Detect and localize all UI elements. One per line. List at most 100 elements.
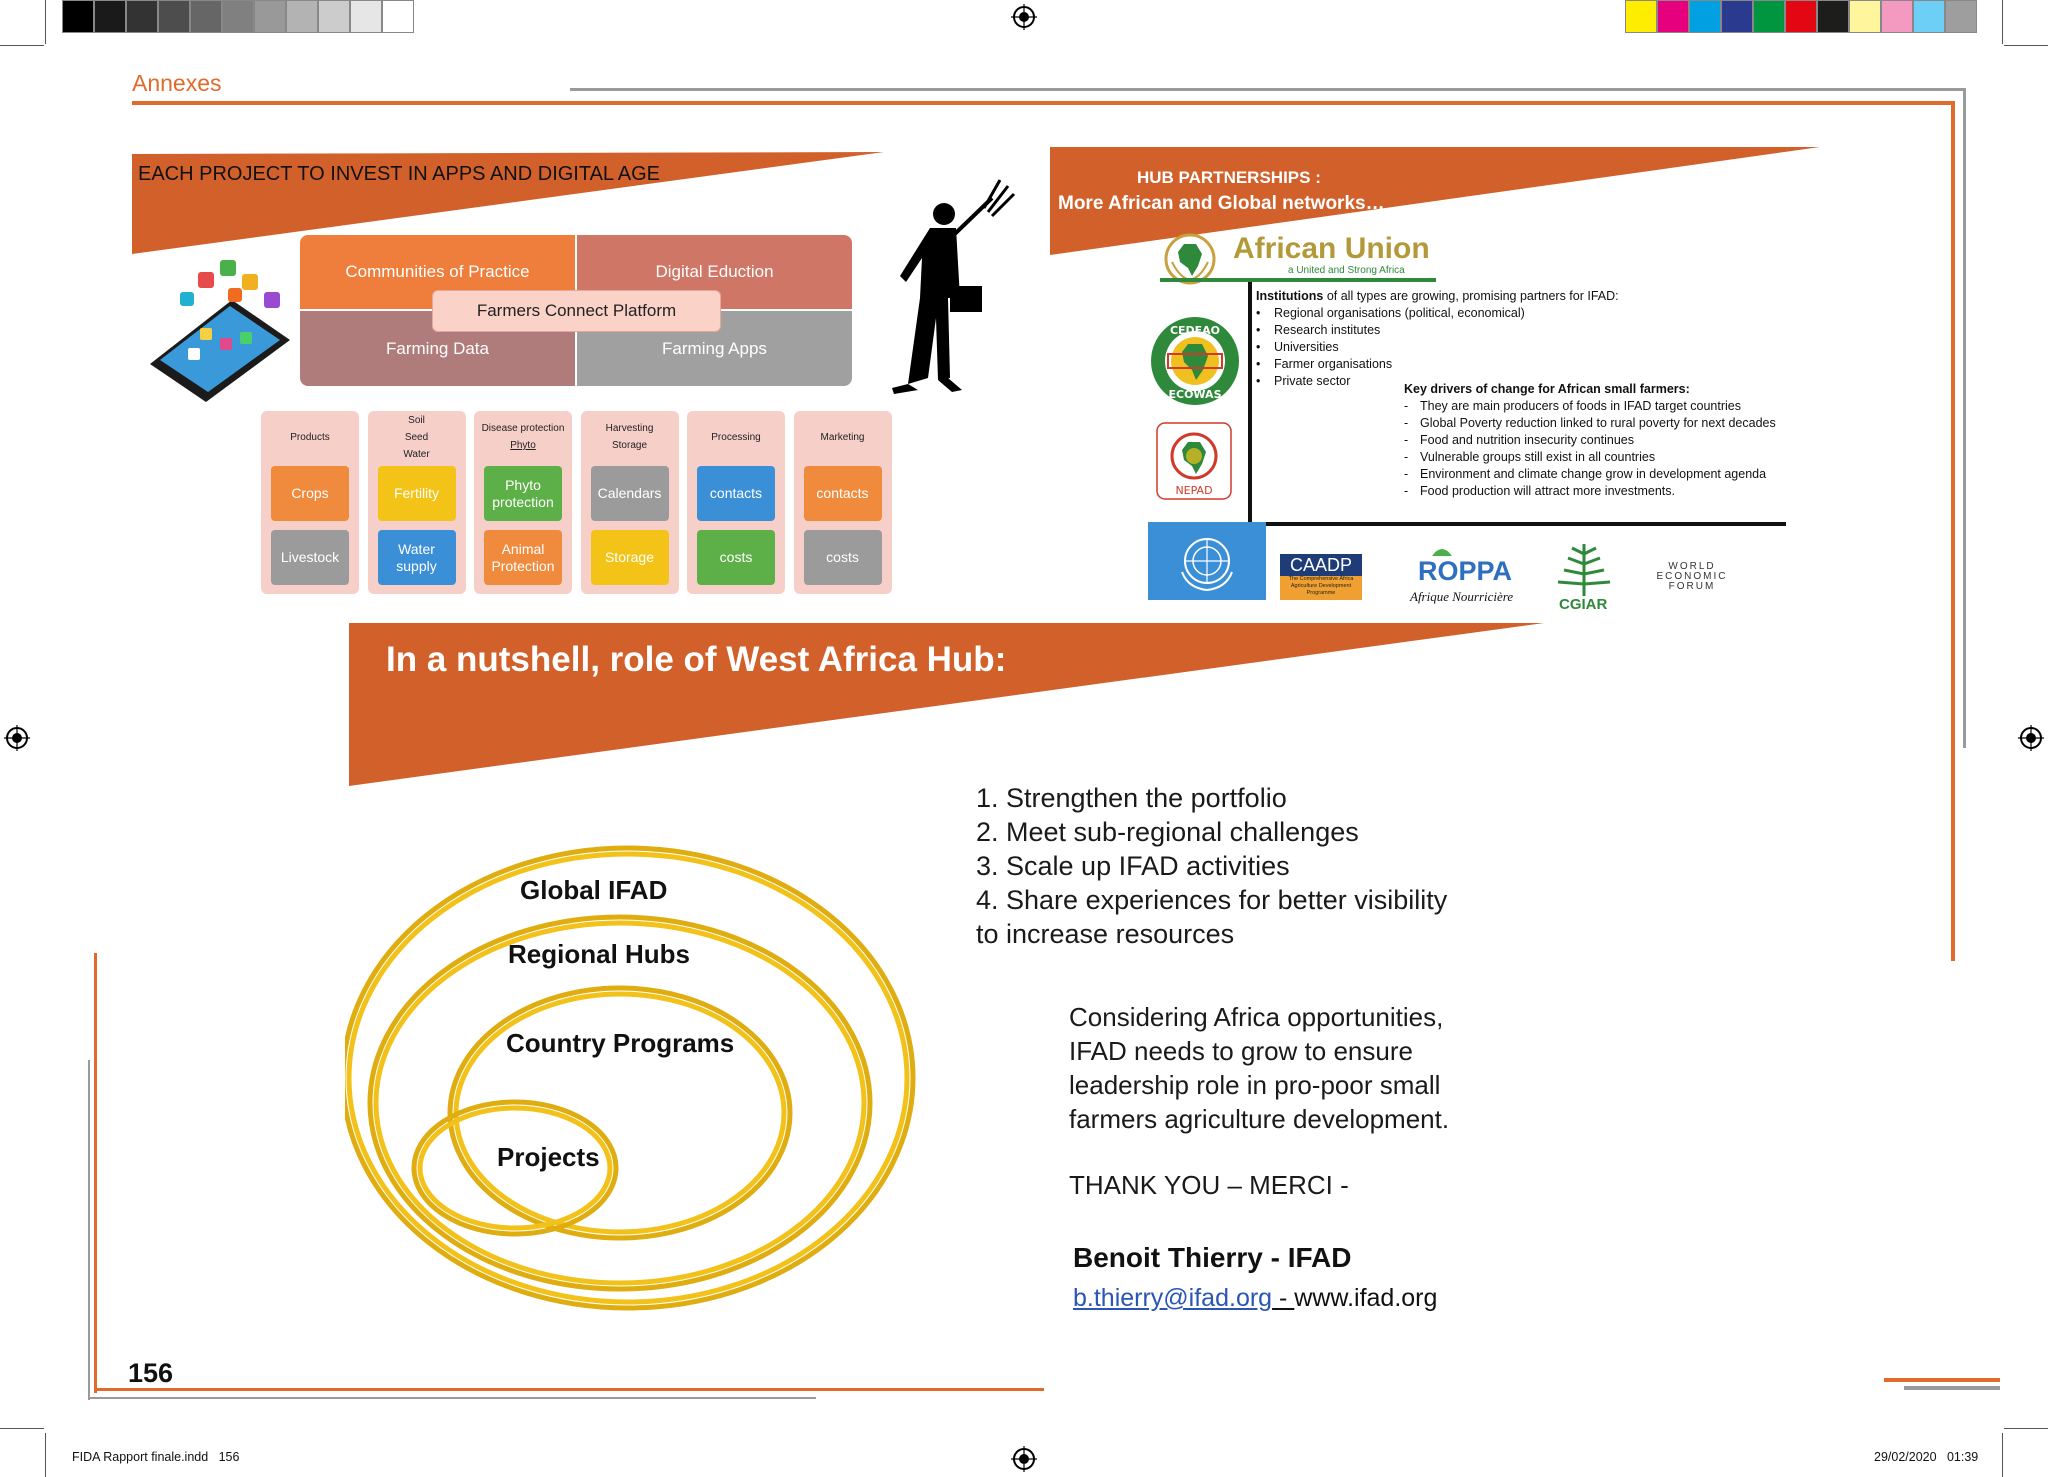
column-header: Seed	[404, 431, 429, 443]
african-union-tagline: a United and Strong Africa	[1288, 265, 1405, 276]
color-swatch	[1881, 0, 1913, 33]
registration-mark-icon	[4, 725, 30, 751]
quadrant-label: Farming Data	[386, 338, 489, 358]
color-swatch	[126, 0, 158, 33]
institution-label: Research institutes	[1274, 323, 1381, 337]
roppa-subtitle: Afrique Nourricière	[1410, 589, 1514, 604]
african-union-title: African Union	[1233, 232, 1430, 265]
dash-marker: -	[1404, 433, 1409, 447]
trim-mark	[2004, 1428, 2048, 1429]
activity-tile: contacts	[803, 466, 882, 521]
left-banner	[132, 152, 884, 254]
smartphone-apps-icon	[150, 260, 290, 402]
wef-logo-line: FORUM	[1668, 581, 1716, 592]
driver-item: -Vulnerable groups still exist in all co…	[1404, 449, 1844, 466]
frame-orange-bottom	[94, 1388, 1044, 1391]
registration-mark-icon	[1011, 4, 1037, 30]
farmer-with-pitchfork-icon	[892, 179, 1016, 394]
bullet-icon: •	[1256, 374, 1261, 388]
institutions-intro-rest: of all types are growing, promising part…	[1323, 289, 1619, 303]
footer-timestamp: 29/02/2020 01:39	[1874, 1450, 1979, 1464]
dash-marker: -	[1404, 467, 1409, 481]
frame-orange-left	[94, 953, 97, 1393]
color-swatch	[318, 0, 350, 33]
activity-tile: Crops	[271, 466, 349, 521]
circle-label-global-ifad: Global IFAD	[520, 875, 668, 905]
conclusion-line: Considering Africa opportunities,	[1069, 1002, 1444, 1032]
trim-mark	[45, 0, 46, 44]
right-banner	[1050, 147, 1820, 255]
institution-label: Regional organisations (political, econo…	[1274, 306, 1525, 320]
ring-regional-hubs-inner	[373, 920, 867, 1286]
color-swatch	[1785, 0, 1817, 33]
driver-label: Vulnerable groups still exist in all cou…	[1420, 450, 1656, 464]
trim-mark	[0, 1428, 44, 1429]
quadrant-label: Digital Eduction	[655, 262, 774, 281]
column-header: Phyto	[510, 440, 536, 451]
frame-orange-right	[1951, 101, 1955, 961]
right-banner-line1: HUB PARTNERSHIPS :	[1137, 168, 1321, 187]
left-banner-title: EACH PROJECT TO INVEST IN APPS AND DIGIT…	[138, 163, 661, 185]
color-swatch	[1689, 0, 1721, 33]
activity-tile: Calendars	[590, 466, 669, 521]
driver-item: -Global Poverty reduction linked to rura…	[1404, 415, 1844, 432]
registration-mark-icon	[2018, 725, 2044, 751]
color-swatch	[1657, 0, 1689, 33]
ecowas-cedeao-text: CEDEAO	[1170, 324, 1220, 337]
institution-item: •Farmer organisations	[1256, 356, 1656, 373]
platform-center: Farmers Connect Platform	[432, 290, 721, 332]
driver-item: -Food and nutrition insecurity continues	[1404, 432, 1844, 449]
institutions-intro: Institutions of all types are growing, p…	[1256, 288, 1776, 305]
column-header: Harvesting	[605, 423, 654, 434]
role-list-item: 2. Meet sub-regional challenges	[976, 817, 1359, 847]
ring-projects	[411, 1099, 619, 1237]
corner-orange-rule	[1884, 1378, 2000, 1382]
activity-tile: Water supply	[377, 530, 456, 585]
trim-mark	[2004, 45, 2048, 46]
caadp-logo: CAADP The Comprehensive Africa Agricultu…	[1280, 554, 1362, 600]
institution-label: Farmer organisations	[1274, 357, 1393, 371]
column-header: Storage	[611, 440, 648, 451]
frame-gray-bottom	[88, 1397, 816, 1399]
ring-global-ifad-inner	[346, 851, 910, 1305]
color-swatch	[1625, 0, 1657, 33]
contact-line: b.thierry@ifad.org - www.ifad.org	[1073, 1284, 1437, 1313]
role-list-item: 3. Scale up IFAD activities	[976, 851, 1290, 881]
trim-mark	[2002, 1433, 2003, 1477]
activity-tile: Fertility	[377, 466, 456, 521]
ecowas-text: ECOWAS	[1168, 388, 1221, 401]
caadp-title: CAADP	[1280, 554, 1362, 576]
partner-box-frame-h	[1248, 522, 1786, 526]
un-emblem-icon	[1181, 538, 1233, 592]
conclusion-line: farmers agriculture development.	[1069, 1104, 1450, 1134]
color-swatch	[1817, 0, 1849, 33]
color-swatch-bar	[1625, 0, 1985, 34]
email-link[interactable]: b.thierry@ifad.org	[1073, 1284, 1273, 1312]
bottom-banner	[349, 623, 1544, 786]
institutions-list: • Regional organisations (political, econ…	[1256, 305, 1656, 390]
website-text: www.ifad.org	[1294, 1284, 1438, 1312]
circle-label-regional-hubs: Regional Hubs	[508, 939, 691, 969]
header-gray-rule	[570, 88, 1966, 91]
header-orange-rule	[132, 101, 1954, 105]
quadrant-label: Farmers Connect Platform	[476, 301, 677, 320]
roppa-logo-text: ROPPA	[1418, 556, 1513, 586]
ring-country-programs	[447, 985, 793, 1241]
african-union-underline	[1160, 278, 1436, 282]
ecowas-logo-icon: CEDEAO ECOWAS	[1151, 317, 1239, 405]
nested-circles-diagram	[345, 845, 916, 1311]
corner-gray-rule	[1904, 1386, 2000, 1390]
color-swatch	[94, 0, 126, 33]
activity-tile: costs	[803, 530, 882, 585]
partner-box-frame-v	[1248, 280, 1252, 524]
trim-mark	[0, 45, 44, 46]
bullet-icon: •	[1256, 340, 1261, 354]
color-swatch	[190, 0, 222, 33]
activity-tile: Storage	[590, 530, 669, 585]
page-number: 156	[128, 1358, 174, 1388]
